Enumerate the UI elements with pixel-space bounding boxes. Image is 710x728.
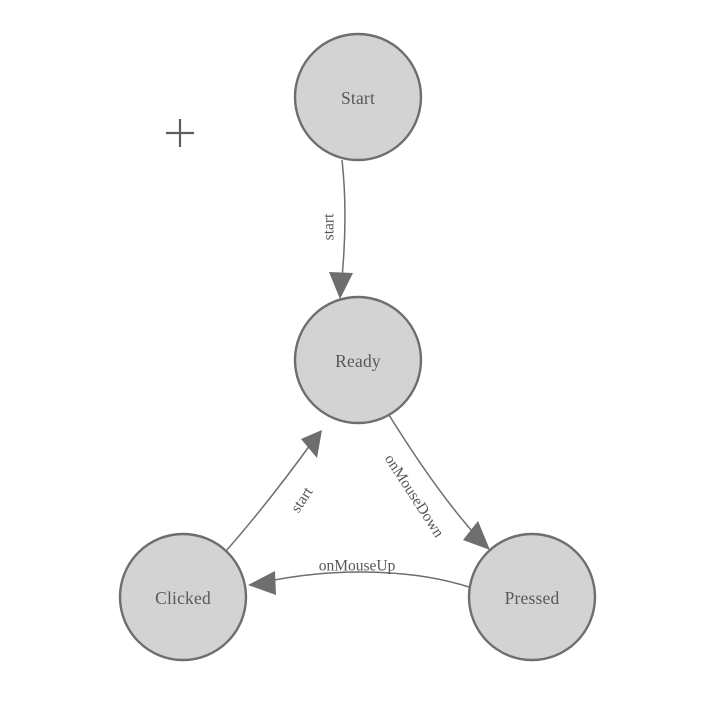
edge-ready-to-pressed-label: onMouseDown [381,451,447,541]
edge-clicked-to-ready[interactable]: start [225,430,322,552]
node-start-circle[interactable] [293,32,423,162]
edge-pressed-to-clicked-arrowhead [248,571,276,595]
node-start-label: Start [341,88,375,108]
edge-start-to-ready[interactable]: start [321,159,354,299]
node-clicked[interactable]: Clicked [118,532,248,662]
edge-pressed-to-clicked-label: onMouseUp [319,558,396,575]
node-ready-circle[interactable] [293,295,423,425]
node-clicked-label: Clicked [155,588,211,608]
edge-start-to-ready-label: start [321,213,338,240]
edge-start-to-ready-path[interactable] [340,159,346,289]
edge-pressed-to-clicked[interactable]: onMouseUp [248,558,470,596]
node-clicked-circle[interactable] [118,532,248,662]
edge-start-to-ready-arrowhead [329,272,353,299]
node-ready[interactable]: Ready [293,295,423,425]
edge-clicked-to-ready-label: start [288,484,317,516]
plus-marker-icon [166,119,194,147]
edge-ready-to-pressed[interactable]: onMouseDown [381,414,490,550]
edge-pressed-to-clicked-path[interactable] [264,571,470,588]
edge-ready-to-pressed-arrowhead [463,521,490,550]
node-pressed-label: Pressed [505,588,560,608]
node-pressed[interactable]: Pressed [467,532,597,662]
edge-clicked-to-ready-arrowhead [301,430,322,458]
node-ready-label: Ready [335,351,381,371]
node-start[interactable]: Start [293,32,423,162]
edge-clicked-to-ready-path[interactable] [225,440,314,552]
node-pressed-circle[interactable] [467,532,597,662]
